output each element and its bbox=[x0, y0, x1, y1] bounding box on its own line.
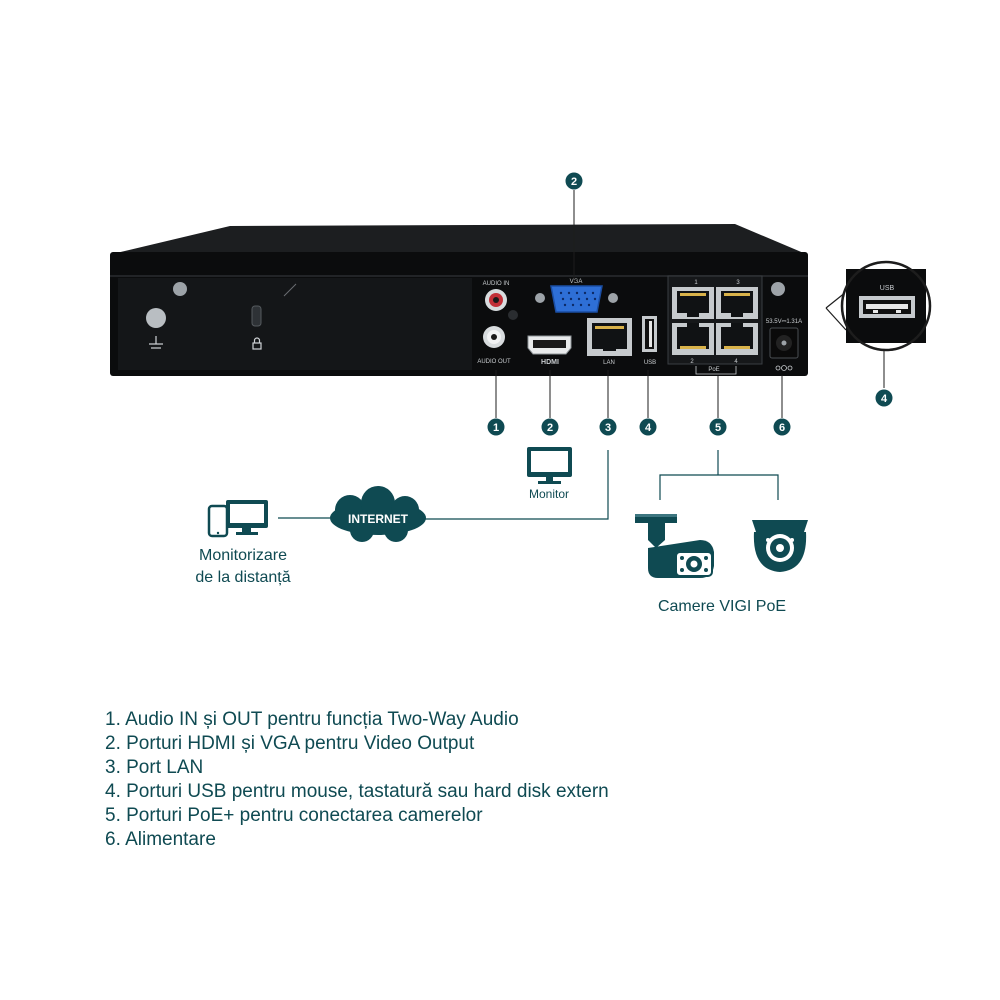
monitor-label: Monitor bbox=[529, 487, 569, 501]
ground-screw-icon bbox=[146, 308, 166, 328]
svg-text:6: 6 bbox=[779, 422, 785, 434]
cameras-label: Camere VIGI PoE bbox=[658, 598, 786, 615]
turret-camera-icon bbox=[752, 520, 808, 572]
poe-port-icon bbox=[716, 323, 758, 355]
usb-label: USB bbox=[644, 360, 656, 366]
callout-5: 5 bbox=[709, 418, 727, 436]
monitor-icon bbox=[527, 447, 572, 484]
callout-4-zoom: 4 bbox=[875, 389, 893, 407]
lan-port-icon bbox=[587, 318, 632, 356]
usb-port-zoom-icon bbox=[859, 296, 915, 318]
ground-icon bbox=[149, 336, 163, 349]
callout-2-top: 2 bbox=[565, 172, 583, 190]
bullet-camera-icon bbox=[635, 514, 714, 578]
legend-item: 6. Alimentare bbox=[105, 829, 216, 850]
callout-3: 3 bbox=[599, 418, 617, 436]
svg-text:4: 4 bbox=[645, 422, 652, 434]
audio-in-label: AUDIO IN bbox=[483, 281, 510, 287]
legend-item: 5. Porturi PoE+ pentru conectarea camere… bbox=[105, 805, 483, 826]
legend-item: 3. Port LAN bbox=[105, 757, 204, 778]
audio-out-label: AUDIO OUT bbox=[477, 359, 511, 365]
vga-port-icon bbox=[535, 285, 618, 313]
poe-port-number: 1 bbox=[694, 280, 698, 286]
svg-text:2: 2 bbox=[547, 422, 553, 434]
poe-port-icon bbox=[672, 323, 714, 355]
power-rating-label: 53.5V⎓1.31A bbox=[766, 319, 802, 325]
callout-4: 4 bbox=[639, 418, 657, 436]
poe-port-number: 3 bbox=[736, 280, 740, 286]
nvr-device: AUDIO IN AUDIO OUT VGA HDMI bbox=[110, 224, 808, 376]
legend-item: 2. Porturi HDMI și VGA pentru Video Outp… bbox=[105, 733, 475, 754]
svg-text:1: 1 bbox=[493, 422, 499, 434]
internet-cloud-icon bbox=[330, 486, 426, 542]
smartphone-icon bbox=[207, 504, 229, 538]
screw-icon bbox=[771, 282, 785, 296]
internet-label: INTERNET bbox=[348, 512, 409, 526]
polarity-icon bbox=[775, 365, 793, 371]
svg-text:3: 3 bbox=[605, 422, 611, 434]
lan-label: LAN bbox=[603, 360, 615, 366]
device-blank-plate bbox=[118, 278, 472, 370]
poe-port-icon bbox=[672, 287, 714, 319]
callout-1: 1 bbox=[487, 418, 505, 436]
svg-text:4: 4 bbox=[881, 393, 888, 405]
remote-label-line1: Monitorizare bbox=[199, 547, 287, 564]
remote-label-line2: de la distanță bbox=[195, 569, 290, 586]
network-links bbox=[278, 450, 779, 520]
hdmi-label: HDMI bbox=[541, 359, 559, 366]
usb-zoom-callout: USB bbox=[825, 260, 932, 388]
poe-port-number: 2 bbox=[690, 359, 694, 365]
svg-text:2: 2 bbox=[571, 176, 577, 188]
poe-port-number: 4 bbox=[734, 359, 738, 365]
poe-label: PoE bbox=[708, 367, 719, 373]
zoom-usb-label: USB bbox=[880, 285, 895, 292]
lock-icon bbox=[252, 337, 262, 350]
callout-2: 2 bbox=[541, 418, 559, 436]
callout-6: 6 bbox=[773, 418, 791, 436]
feature-legend: 1. Audio IN și OUT pentru funcția Two-Wa… bbox=[105, 708, 609, 852]
usb-port-icon bbox=[642, 316, 657, 352]
power-jack-icon bbox=[769, 327, 799, 359]
lock-slot-icon bbox=[251, 305, 262, 327]
device-top-surface bbox=[112, 224, 806, 254]
legend-item: 4. Porturi USB pentru mouse, tastatură s… bbox=[105, 781, 609, 802]
vga-label: VGA bbox=[570, 279, 583, 285]
svg-text:5: 5 bbox=[715, 422, 721, 434]
legend-item: 1. Audio IN și OUT pentru funcția Two-Wa… bbox=[105, 709, 519, 730]
poe-port-icon bbox=[716, 287, 758, 319]
screw-icon bbox=[173, 282, 187, 296]
desktop-icon bbox=[226, 500, 268, 535]
leader-lines bbox=[495, 190, 783, 418]
